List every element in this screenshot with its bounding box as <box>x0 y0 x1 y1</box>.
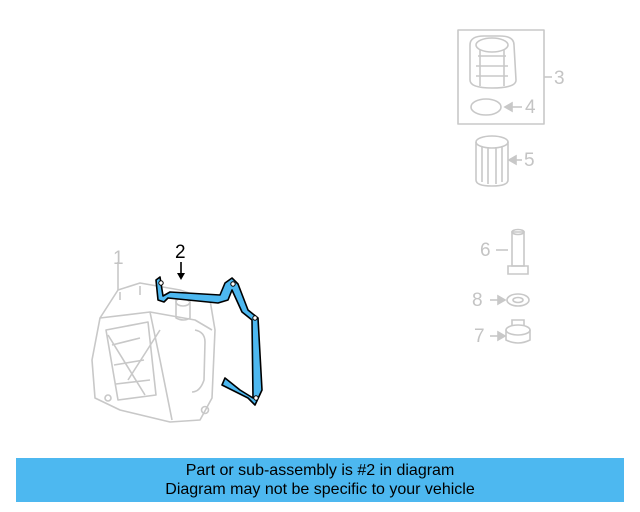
banner-line-part-number: Part or sub-assembly is #2 in diagram <box>185 462 455 479</box>
part-4-o-ring <box>470 98 522 116</box>
info-banner: Part or sub-assembly is #2 in diagram Di… <box>16 458 624 502</box>
part-1-transmission-housing <box>91 262 216 423</box>
callout-1: 1 <box>113 248 124 269</box>
callout-8: 8 <box>472 290 483 311</box>
callout-5: 5 <box>524 150 535 171</box>
callout-4: 4 <box>525 97 536 118</box>
callout-6: 6 <box>480 240 491 261</box>
part-8-washer <box>490 293 530 307</box>
callout-3: 3 <box>554 68 565 89</box>
part-7-plug <box>490 319 531 344</box>
callout-7: 7 <box>474 326 485 347</box>
part-3-filter-housing <box>457 29 552 125</box>
part-2-gasket <box>155 262 263 406</box>
callout-2: 2 <box>175 242 186 263</box>
banner-line-disclaimer: Diagram may not be specific to your vehi… <box>165 481 475 498</box>
part-6-drain-bolt <box>496 228 529 275</box>
part-5-filter-element <box>475 135 522 187</box>
